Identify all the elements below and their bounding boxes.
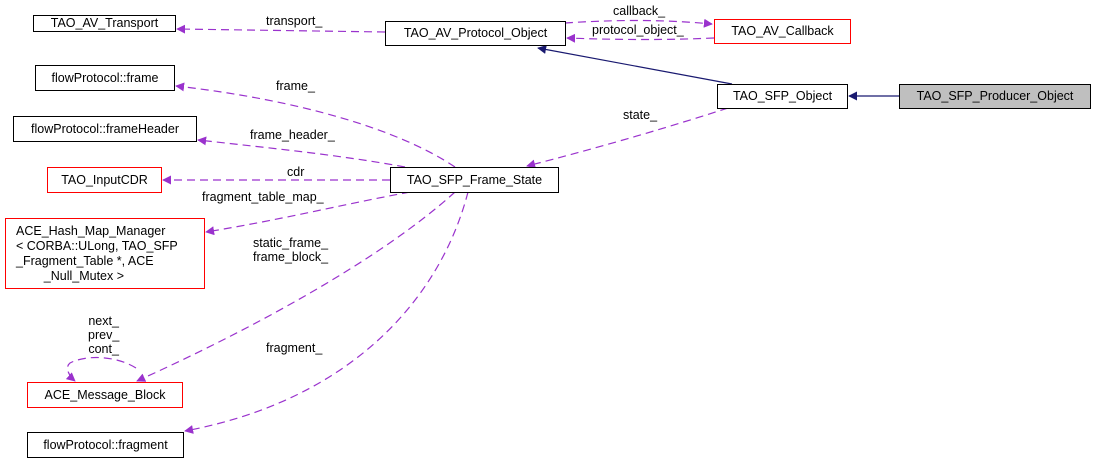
node-tao-inputcdr[interactable]: TAO_InputCDR (47, 167, 162, 193)
label-frame: frame_ (276, 79, 315, 93)
node-tao-av-transport[interactable]: TAO_AV_Transport (33, 15, 176, 32)
label-next-prev-cont: next_ prev_ cont_ (88, 314, 120, 356)
label-fragment-table-map: fragment_table_map_ (202, 190, 324, 204)
node-flowprotocol-frameheader[interactable]: flowProtocol::frameHeader (13, 116, 197, 142)
node-ace-message-block[interactable]: ACE_Message_Block (27, 382, 183, 408)
edge-transport (176, 24, 386, 34)
node-ace-hash-map-manager[interactable]: ACE_Hash_Map_Manager < CORBA::ULong, TAO… (5, 218, 205, 289)
label-state: state_ (623, 108, 658, 122)
edge-frame (175, 82, 456, 168)
label-callback: callback_ (613, 4, 666, 18)
edge-protocol-object (566, 33, 715, 43)
label-frame-header: frame_header_ (250, 128, 335, 142)
label-protocol-object: protocol_object_ (592, 23, 684, 37)
label-static-frame-block: static_frame_ frame_block_ (253, 236, 329, 264)
node-tao-sfp-frame-state[interactable]: TAO_SFP_Frame_State (390, 167, 559, 193)
node-tao-sfp-object[interactable]: TAO_SFP_Object (717, 84, 848, 109)
edge-callback (564, 18, 713, 28)
node-tao-av-protocol-object[interactable]: TAO_AV_Protocol_Object (385, 21, 566, 46)
edge-frame-header (197, 136, 406, 168)
edge-static-frame-block (136, 191, 456, 382)
edge-sfp-object-to-protocol-object (537, 45, 733, 85)
label-transport: transport_ (266, 14, 323, 28)
edge-state (526, 107, 729, 169)
node-tao-sfp-producer-object[interactable]: TAO_SFP_Producer_Object (899, 84, 1091, 109)
edge-self-message-block (65, 356, 137, 382)
label-fragment: fragment_ (266, 341, 323, 355)
node-tao-av-callback[interactable]: TAO_AV_Callback (714, 19, 851, 44)
node-flowprotocol-frame[interactable]: flowProtocol::frame (35, 65, 175, 91)
edge-fragment (184, 191, 469, 434)
label-cdr: cdr (287, 165, 305, 179)
node-flowprotocol-fragment[interactable]: flowProtocol::fragment (27, 432, 184, 458)
